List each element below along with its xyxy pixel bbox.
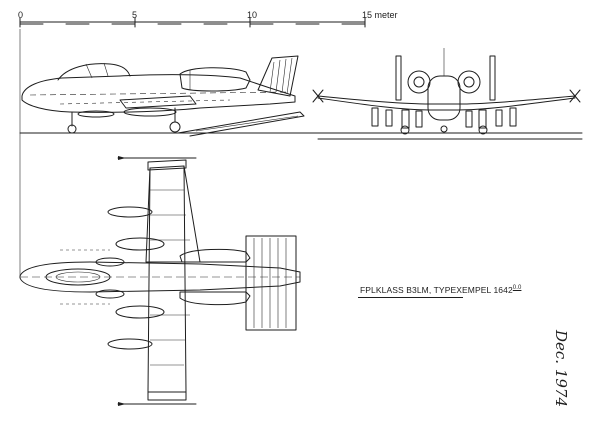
scale-bar [19,17,366,278]
aircraft-class-caption: FPLKLASS B3LM, TYPEXEMPEL 16420.0 [360,285,521,295]
scale-label-5: 5 [132,10,138,20]
top-view [19,156,301,406]
caption-superscript: 0.0 [512,285,522,291]
caption-underline [358,297,463,298]
scale-label-15-meter: 15 meter [362,10,398,20]
scale-label-0: 0 [18,10,24,20]
side-view [19,55,583,137]
handwritten-date-note: Dec. 1974 [552,330,570,408]
front-view-stores [371,107,517,135]
scale-label-10: 10 [247,10,258,20]
front-view [312,48,583,140]
caption-text: FPLKLASS B3LM, TYPEXEMPEL 1642 [360,285,513,295]
